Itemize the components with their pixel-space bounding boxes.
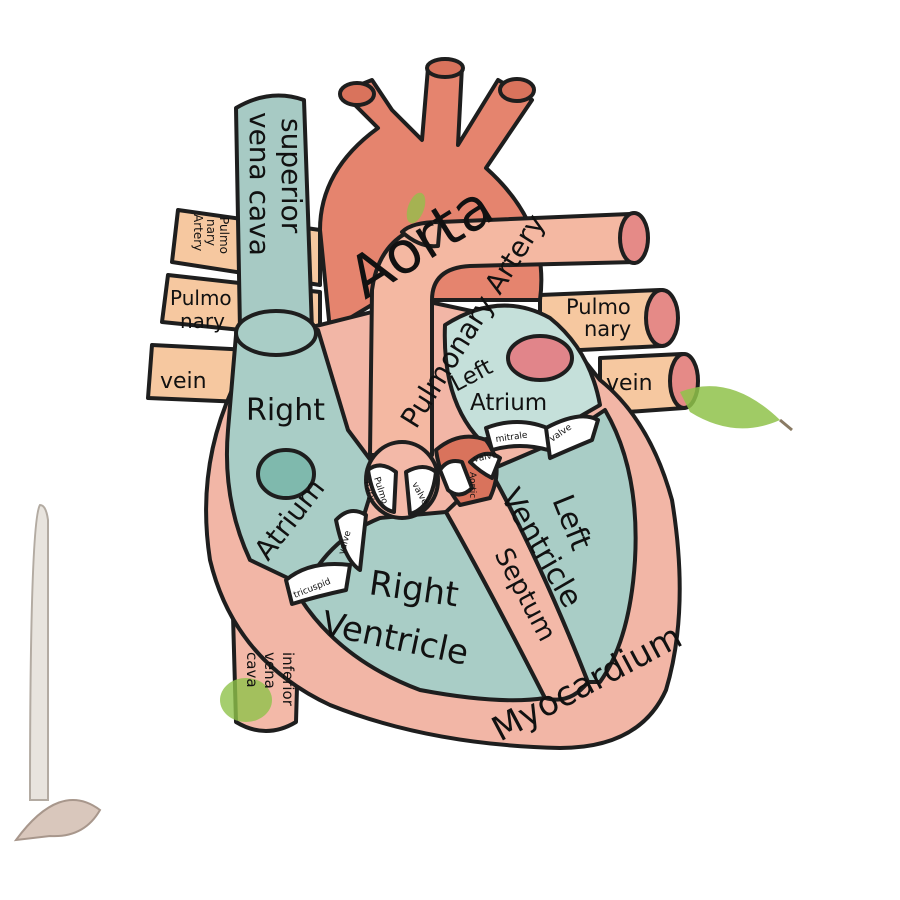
- label-left-vein: vein: [160, 369, 207, 394]
- superior-vena-cava: [234, 93, 314, 332]
- label-mitral: mitrale: [495, 431, 529, 445]
- label-left-atrium-2: Atrium: [470, 390, 547, 416]
- leaf-decoration-bottom: [220, 678, 272, 722]
- label-inferior-line1: inferior: [279, 652, 297, 707]
- label-right-pulm-vein-1: Pulmo: [566, 295, 631, 319]
- label-inferior-line3: cava: [243, 652, 261, 688]
- label-left-pulm-vein-2: nary: [180, 309, 225, 333]
- label-superior-line2: vena cava: [243, 112, 276, 256]
- label-left-pulm-artery-1: Pulmo: [217, 217, 231, 254]
- mitral-valve: [484, 414, 600, 460]
- leaf-decoration-right: [680, 386, 793, 432]
- wall-decal-stand: [13, 503, 102, 842]
- leaf-decoration-top: [406, 192, 426, 224]
- label-superior-line1: superior: [275, 118, 308, 234]
- label-right-atrium-1: Right: [246, 393, 325, 428]
- pulmonary-artery: [368, 211, 650, 457]
- tricuspid-valve: [284, 509, 368, 606]
- label-right-vein: vein: [606, 371, 653, 396]
- label-left-pulm-vein-1: Pulmo: [170, 286, 232, 310]
- label-aortic: Aortic: [467, 472, 477, 498]
- label-left-pulm-artery-2: nary: [204, 219, 218, 246]
- label-inferior-line2: vena: [261, 652, 279, 689]
- label-left-pulm-artery-3: Artery: [191, 214, 205, 251]
- aortic-valve: [434, 434, 502, 507]
- label-right-pulm-vein-2: nary: [584, 317, 631, 341]
- left-atrium: [442, 303, 602, 442]
- pulmonary-valve: [364, 440, 440, 520]
- left-ventricle: [488, 408, 638, 684]
